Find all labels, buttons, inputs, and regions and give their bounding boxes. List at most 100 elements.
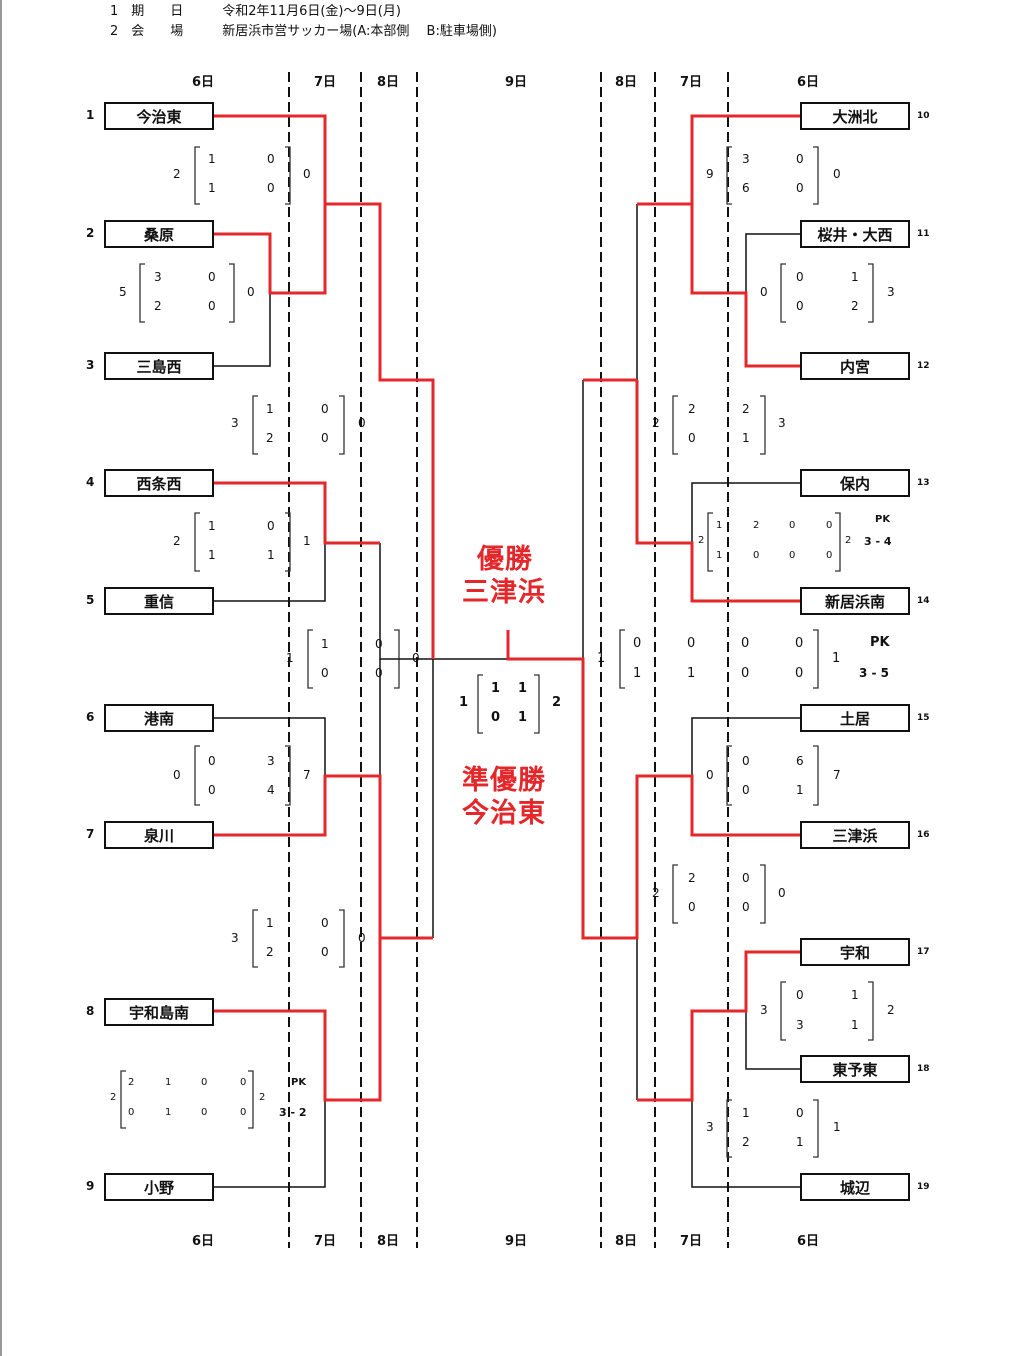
- seed-number: 16: [917, 830, 930, 840]
- seed-number: 8: [86, 1004, 95, 1018]
- score-total: 0: [706, 768, 714, 782]
- header-venue: 2 会 場 新居浜市営サッカー場(A:本部側 B:駐車場側): [110, 24, 497, 39]
- score-half: 0: [375, 637, 383, 651]
- score-half: 0: [741, 636, 750, 651]
- score-half: 1: [716, 520, 723, 531]
- score-half: 2: [266, 945, 274, 959]
- score-bracket-right: [835, 512, 841, 572]
- team-box-konan: 港南: [104, 704, 214, 732]
- score-bracket-left: [307, 629, 313, 689]
- seed-number: 10: [917, 111, 930, 121]
- pk-score: 3 - 2: [279, 1106, 307, 1119]
- score-half: 1: [165, 1077, 172, 1088]
- score-half: 0: [267, 152, 275, 166]
- score-half: 1: [208, 548, 216, 562]
- score-bracket-right: [760, 395, 766, 455]
- score-half: 1: [796, 1135, 804, 1149]
- bracket-line: [379, 543, 433, 660]
- score-total: 1: [286, 651, 294, 665]
- score-bracket-right: [868, 981, 874, 1041]
- score-half: 1: [518, 681, 528, 696]
- score-total: 7: [833, 768, 841, 782]
- bracket-line: [691, 1100, 800, 1188]
- score-half: 0: [208, 299, 216, 313]
- score-bracket-right: [813, 629, 819, 689]
- score-half: 2: [266, 431, 274, 445]
- score-bracket-left: [726, 146, 732, 205]
- team-box-uchinomiya: 内宮: [800, 352, 910, 380]
- bracket-line: [214, 543, 326, 602]
- score-half: 2: [128, 1077, 135, 1088]
- score-half: 1: [742, 431, 750, 445]
- seed-number: 4: [86, 475, 95, 489]
- runnerup-team: 今治東: [462, 798, 546, 829]
- pk-label: PK: [291, 1077, 307, 1088]
- score-bracket-right: [339, 395, 345, 455]
- score-half: 2: [851, 299, 859, 313]
- score-bracket-right: [285, 512, 291, 572]
- team-box-shigenobu: 重信: [104, 587, 214, 615]
- score-bracket-left: [726, 745, 732, 806]
- score-half: 0: [128, 1107, 135, 1118]
- score-half: 0: [208, 754, 216, 768]
- score-half: 1: [491, 681, 501, 696]
- team-box-uwajima-minami: 宇和島南: [104, 998, 214, 1026]
- score-half: 0: [796, 181, 804, 195]
- runnerup-label: 準優勝: [462, 765, 546, 796]
- score-total: 0: [358, 416, 366, 430]
- winner-path-line: [214, 114, 435, 659]
- seed-number: 3: [86, 358, 95, 372]
- score-half: 0: [687, 636, 696, 651]
- day-label-8-right-bottom: 8日: [615, 1234, 638, 1249]
- score-half: 0: [826, 520, 833, 531]
- winner-path-line: [214, 774, 433, 940]
- score-half: 1: [267, 548, 275, 562]
- score-bracket-left: [672, 395, 678, 455]
- seed-number: 7: [86, 827, 95, 841]
- score-half: 0: [796, 152, 804, 166]
- score-half: 0: [688, 431, 696, 445]
- score-total: 2: [173, 167, 181, 181]
- team-box-doi: 土居: [800, 704, 910, 732]
- pk-score: 3 - 4: [864, 535, 892, 548]
- score-half: 0: [321, 945, 329, 959]
- score-half: 1: [851, 270, 859, 284]
- score-bracket-right: [285, 745, 291, 806]
- score-bracket-left: [707, 512, 713, 572]
- score-bracket-right: [868, 263, 874, 323]
- bracket-line: [745, 233, 800, 293]
- score-half: 4: [267, 783, 275, 797]
- score-half: 0: [201, 1107, 208, 1118]
- bracket-line: [691, 482, 800, 543]
- score-half: 0: [240, 1107, 247, 1118]
- score-bracket-left: [252, 909, 258, 968]
- winner-path-line: [506, 630, 800, 940]
- score-total: 1: [597, 651, 606, 666]
- score-total: 0: [760, 285, 768, 299]
- score-half: 0: [375, 666, 383, 680]
- score-half: 6: [742, 181, 750, 195]
- score-half: 0: [795, 666, 804, 681]
- score-total: 0: [412, 651, 420, 665]
- score-bracket-right: [339, 909, 345, 968]
- score-bracket-right: [285, 146, 291, 205]
- score-half: 1: [208, 519, 216, 533]
- team-box-honai: 保内: [800, 469, 910, 497]
- score-bracket-right: [248, 1070, 254, 1129]
- team-box-mitsuhama: 三津浜: [800, 821, 910, 849]
- score-total: 3: [231, 416, 239, 430]
- score-half: 0: [741, 666, 750, 681]
- seed-number: 2: [86, 226, 95, 240]
- score-bracket-left: [726, 1099, 732, 1158]
- score-half: 3: [267, 754, 275, 768]
- score-half: 2: [688, 871, 696, 885]
- day-label-8-left-top: 8日: [377, 75, 400, 90]
- score-half: 0: [742, 783, 750, 797]
- bracket-line: [745, 1011, 800, 1070]
- team-box-toyo-higashi: 東予東: [800, 1055, 910, 1083]
- score-total: 0: [247, 285, 255, 299]
- team-box-johen: 城辺: [800, 1173, 910, 1201]
- score-half: 1: [633, 666, 642, 681]
- score-total: 0: [303, 167, 311, 181]
